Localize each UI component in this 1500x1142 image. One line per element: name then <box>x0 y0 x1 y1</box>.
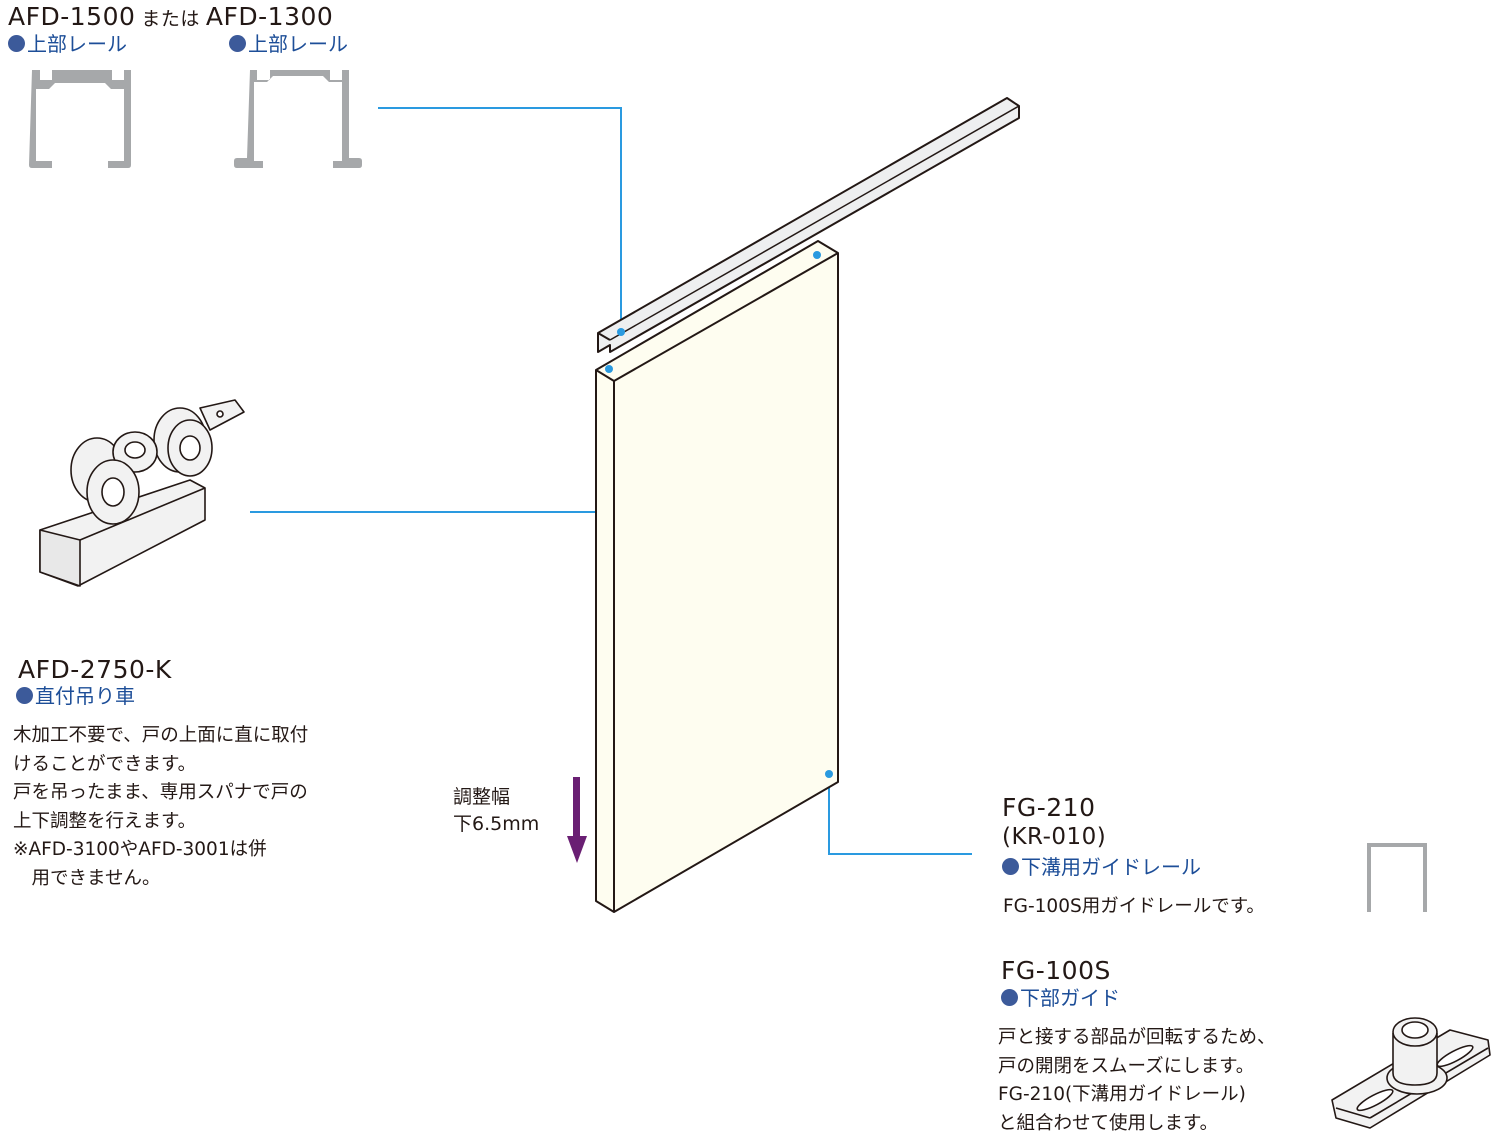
guide-rail-label: 下溝用ガイドレール <box>1002 857 1201 877</box>
guide-rail-profile-fg-210-icon <box>1367 843 1427 912</box>
bottom-guide-fg-100s-icon <box>1331 1017 1491 1129</box>
bullet-icon <box>16 687 33 704</box>
top-rail-drawing <box>597 97 1020 353</box>
door-panel-drawing <box>595 240 839 913</box>
bullet-icon <box>8 35 25 52</box>
bullet-icon <box>1002 858 1019 875</box>
top-rail-model-b: AFD-1300 <box>205 2 334 31</box>
top-rail-label-a: 上部レール <box>8 34 127 54</box>
hanger-description: 木加工不要で、戸の上面に直に取付 けることができます。 戸を吊ったまま、専用スパ… <box>13 725 309 889</box>
top-rail-model-a: AFD-1500 <box>8 2 136 31</box>
top-rail-connector: または <box>141 8 200 30</box>
rail-profile-afd-1500-icon <box>29 70 131 168</box>
bullet-icon <box>229 35 246 52</box>
guide-rail-alt-model: (KR-010) <box>1002 824 1107 850</box>
top-rail-label-b: 上部レール <box>229 34 348 54</box>
adjust-down-arrow-icon <box>567 777 587 863</box>
adjustment-range-text: 調整幅 下6.5mm <box>453 786 540 835</box>
bottom-guide-model: FG-100S <box>1001 956 1111 985</box>
guide-rail-model: FG-210 <box>1002 793 1096 822</box>
guide-rail-description: FG-100S用ガイドレールです。 <box>1003 896 1265 917</box>
hanger-afd-2750-k-icon <box>39 399 245 587</box>
bullet-icon <box>1001 989 1018 1006</box>
rail-profile-afd-1300-icon <box>234 70 362 168</box>
bottom-guide-description: 戸と接する部品が回転するため、 戸の開閉をスムーズにします。 FG-210(下溝… <box>998 1027 1276 1134</box>
hanger-label: 直付吊り車 <box>16 686 135 706</box>
bottom-guide-label: 下部ガイド <box>1001 988 1120 1008</box>
leader-dots <box>605 251 833 778</box>
hanger-model: AFD-2750-K <box>18 655 172 684</box>
